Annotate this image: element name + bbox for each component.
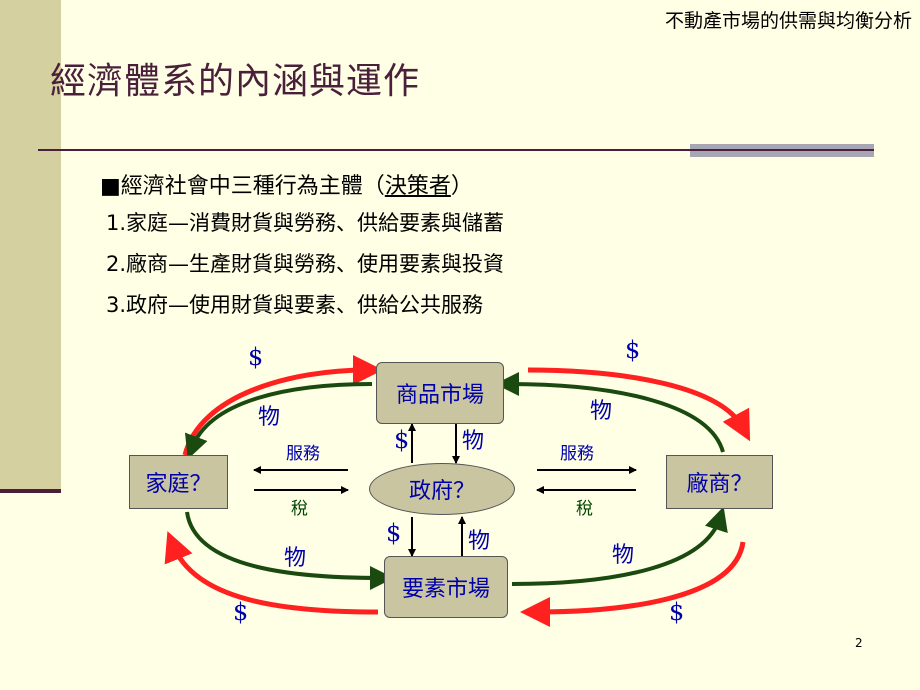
money-label: $ xyxy=(233,598,249,626)
money-label: $ xyxy=(625,336,641,364)
list-item: 3.政府—使用財貨與要素、供給公共服務 xyxy=(106,293,484,317)
bullet-lead: 經濟社會中三種行為主體（ xyxy=(120,174,385,199)
goods-label: 物 xyxy=(612,543,635,568)
household-box: 家庭？ xyxy=(129,455,228,509)
goods-label: 物 xyxy=(468,529,491,554)
page-title: 經濟體系的內涵與運作 xyxy=(50,61,421,102)
money-flow-arrow xyxy=(527,367,751,442)
title-rule-accent-line xyxy=(690,149,874,151)
factor-market-box: 要素市場 xyxy=(384,556,508,618)
money-flow-arrow xyxy=(520,541,746,627)
money-label: $ xyxy=(248,343,264,371)
goods-label: 物 xyxy=(590,399,613,424)
bullet-tail: ） xyxy=(450,174,473,199)
bullet-underlined: 決策者 xyxy=(384,174,451,199)
goods-label: 物 xyxy=(462,429,485,454)
goods-flow-arrow xyxy=(185,511,394,590)
goods-market-box: 商品市場 xyxy=(376,362,504,424)
goods-label: 物 xyxy=(258,405,281,430)
goods-label: 物 xyxy=(284,546,307,571)
money-label: $ xyxy=(669,598,685,626)
goods-flow-arrow xyxy=(511,506,728,586)
left-sidebar-band xyxy=(0,0,61,493)
money-label: $ xyxy=(386,519,402,547)
money-label: $ xyxy=(394,426,410,454)
goods-flow-arrow xyxy=(495,372,725,453)
sidebar-divider xyxy=(0,489,61,493)
page-number: 2 xyxy=(855,636,863,650)
list-item: 2.廠商—生產財貨與勞務、使用要素與投資 xyxy=(106,252,505,276)
header-subject: 不動產市場的供需與均衡分析 xyxy=(664,10,912,32)
title-rule xyxy=(38,149,690,151)
bullet-marker: ■ xyxy=(100,174,121,199)
government-ellipse: 政府？ xyxy=(369,463,515,515)
money-flow-arrow xyxy=(164,531,379,615)
goods-flow-arrow xyxy=(184,382,373,460)
services-label: 服務 xyxy=(286,444,320,464)
tax-label: 稅 xyxy=(291,499,308,519)
list-item: 1.家庭—消費財貨與勞務、供給要素與儲蓄 xyxy=(106,211,505,235)
tax-label: 稅 xyxy=(576,499,593,519)
firm-box: 廠商？ xyxy=(666,455,773,509)
bullet-heading: ■經濟社會中三種行為主體（決策者） xyxy=(100,168,473,200)
services-label: 服務 xyxy=(560,444,594,464)
